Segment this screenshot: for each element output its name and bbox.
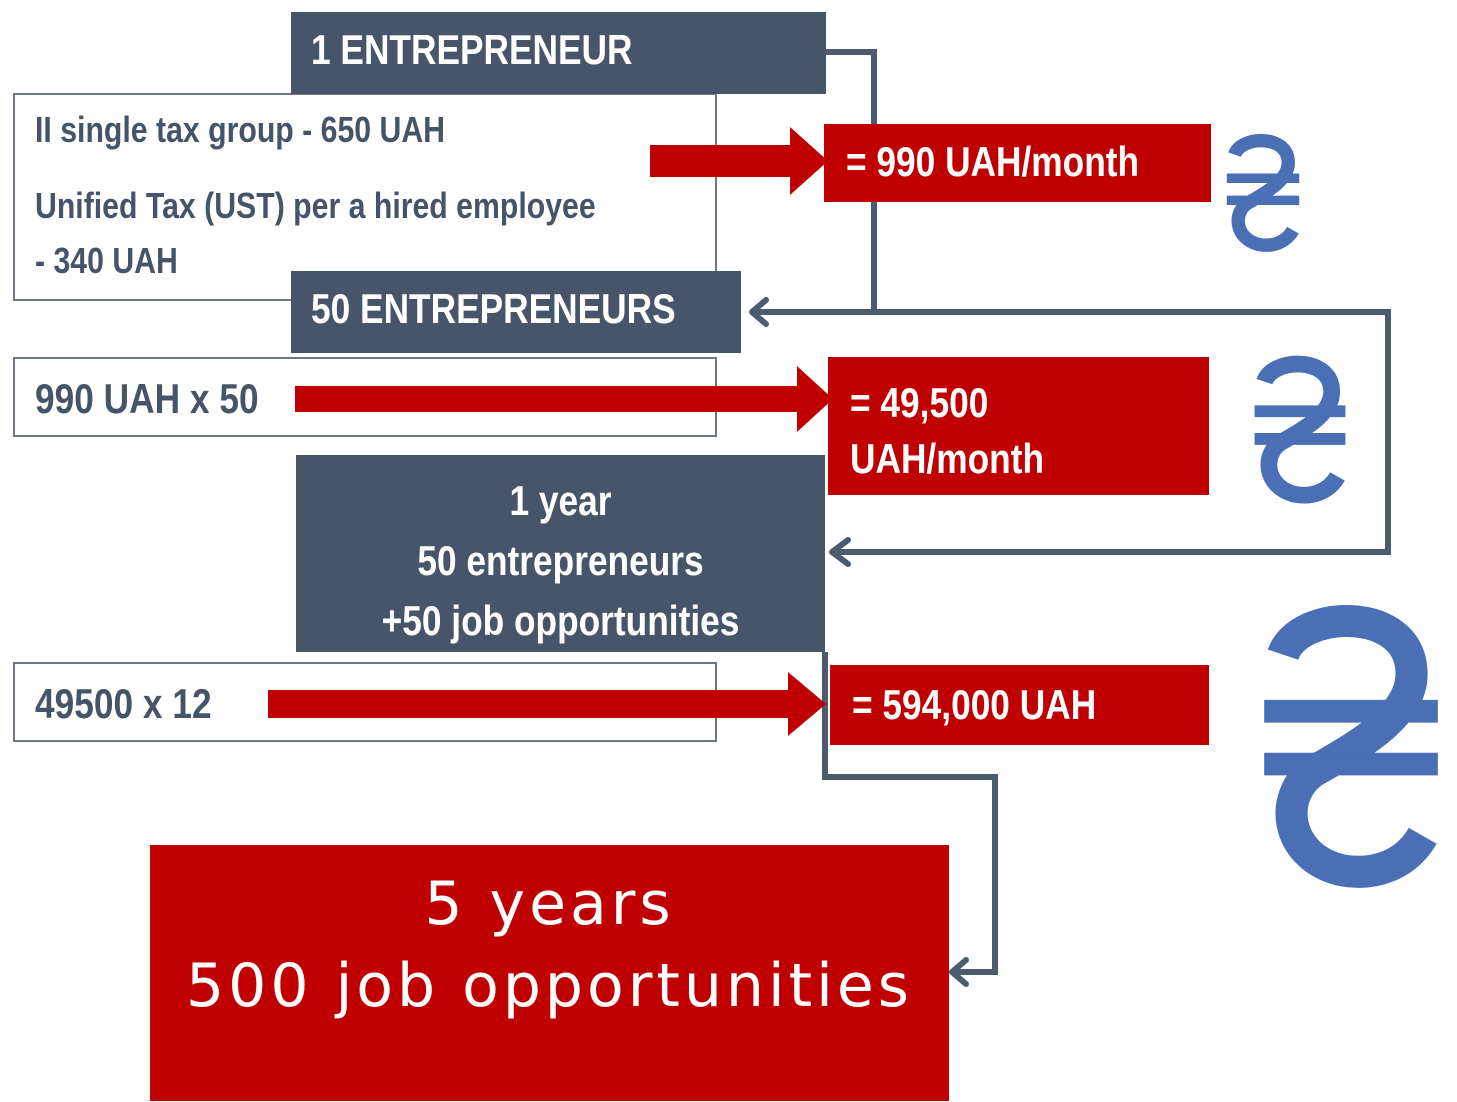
result-49500-box: = 49,500 UAH/month bbox=[828, 357, 1209, 495]
tax-info-box: II single tax group - 650 UAH Unified Ta… bbox=[13, 93, 717, 301]
five-years-box: 5 years 500 job opportunities bbox=[150, 845, 949, 1101]
one-year-line-3: +50 job opportunities bbox=[381, 597, 740, 644]
five-years-line-2: 500 job opportunities bbox=[185, 951, 913, 1021]
arrow-to-594000 bbox=[268, 672, 826, 736]
connector-fifty-to-year bbox=[832, 309, 1391, 555]
hryvnia-icon bbox=[1254, 355, 1346, 504]
result-990-label: = 990 UAH/month bbox=[846, 138, 1140, 185]
result-990-box: = 990 UAH/month bbox=[824, 124, 1211, 202]
hryvnia-icon bbox=[1264, 604, 1438, 888]
arrowhead-fifty bbox=[749, 297, 769, 327]
result-594000-label: = 594,000 UAH bbox=[852, 681, 1097, 728]
arrowhead-five bbox=[949, 957, 969, 987]
one-year-line-2: 50 entrepreneurs bbox=[417, 537, 704, 584]
fifty-entrepreneurs-box: 50 ENTREPRENEURS bbox=[291, 271, 741, 353]
single-tax-text: single tax group - 650 UAH bbox=[60, 109, 446, 150]
single-tax-prefix: II bbox=[35, 109, 52, 150]
result-594000-box: = 594,000 UAH bbox=[830, 665, 1209, 745]
calc-50-label: 990 UAH x 50 bbox=[35, 375, 259, 422]
one-entrepreneur-box: 1 ENTREPRENEUR bbox=[291, 12, 826, 94]
arrowhead-year bbox=[829, 537, 851, 567]
calc-12-label: 49500 x 12 bbox=[35, 680, 212, 727]
hryvnia-icon bbox=[1226, 133, 1300, 252]
result-49500-line-1: = 49,500 bbox=[850, 379, 989, 426]
connector-year-to-five bbox=[822, 652, 998, 975]
ust-line-2: - 340 UAH bbox=[35, 240, 178, 281]
arrow-to-990 bbox=[650, 127, 828, 195]
ust-line-1: Unified Tax (UST) per a hired employee bbox=[35, 185, 596, 226]
arrow-to-49500 bbox=[295, 366, 833, 432]
one-entrepreneur-label: 1 ENTREPRENEUR bbox=[311, 26, 633, 73]
fifty-entrepreneurs-label: 50 ENTREPRENEURS bbox=[311, 285, 676, 332]
one-year-line-1: 1 year bbox=[509, 477, 612, 524]
one-year-box: 1 year 50 entrepreneurs +50 job opportun… bbox=[296, 455, 825, 652]
single-tax-line: II single tax group - 650 UAH bbox=[35, 109, 523, 151]
result-49500-line-2: UAH/month bbox=[850, 435, 1045, 482]
five-years-line-1: 5 years bbox=[424, 869, 675, 939]
